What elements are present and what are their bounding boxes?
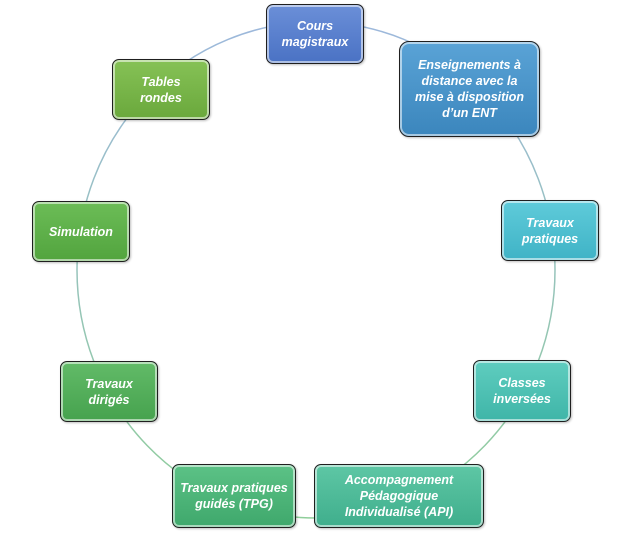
node-label: Travaux pratiques	[521, 215, 579, 246]
node-label: Classes inversées	[493, 376, 551, 406]
node-classes-inversees: Classes inversées	[473, 360, 571, 422]
node-cours-magistraux: Cours magistraux	[266, 4, 364, 64]
node-simulation: Simulation	[32, 201, 130, 262]
node-label: Travaux dirigés	[85, 376, 133, 407]
node-label: Tables rondes	[140, 74, 182, 105]
node-label: Accompagnement Pédagogique Individualisé…	[344, 473, 454, 519]
node-travaux-diriges: Travaux dirigés	[60, 361, 158, 422]
node-enseignements-a-distance: Enseignements à distance avec la mise à …	[399, 41, 540, 137]
node-travaux-pratiques-guides: Travaux pratiques guidés (TPG)	[172, 464, 296, 528]
node-accompagnement-api: Accompagnement Pédagogique Individualisé…	[314, 464, 484, 528]
node-label: Travaux pratiques guidés (TPG)	[180, 481, 288, 511]
node-travaux-pratiques: Travaux pratiques	[501, 200, 599, 261]
node-tables-rondes: Tables rondes	[112, 59, 210, 120]
node-label: Cours magistraux	[281, 19, 349, 49]
node-label: Enseignements à distance avec la mise à …	[414, 58, 525, 120]
node-label: Simulation	[49, 224, 113, 239]
